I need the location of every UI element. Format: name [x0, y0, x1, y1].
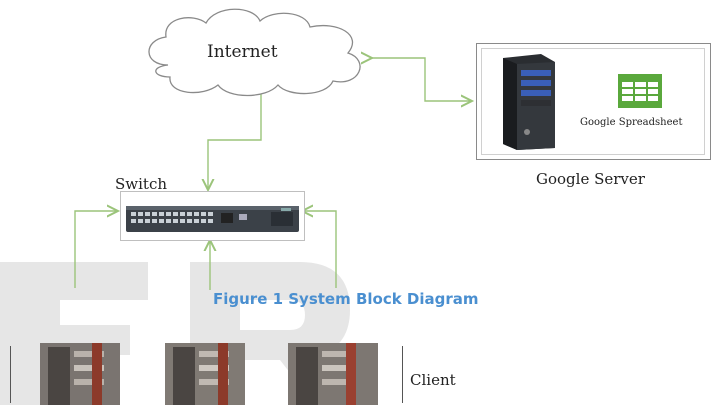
internet-label: Internet: [207, 42, 278, 62]
client-devices-image: [40, 343, 378, 405]
client-device-2: [165, 343, 245, 405]
google-server-caption: Google Server: [536, 170, 645, 188]
google-server-inner: [481, 48, 705, 155]
arrow-client-left: [74, 211, 118, 288]
network-switch-icon: [126, 206, 299, 232]
arrow-internet-server: [372, 58, 472, 101]
server-tower-icon: [503, 54, 555, 150]
arrow-internet-switch: [208, 75, 261, 190]
switch-box: [120, 191, 305, 241]
client-device-3: [288, 343, 378, 405]
client-label: Client: [410, 371, 456, 389]
client-device-1: [40, 343, 120, 405]
internet-cloud-icon: [148, 8, 361, 97]
google-spreadsheet-label: Google Spreadsheet: [580, 117, 683, 128]
google-spreadsheet-icon: [618, 74, 662, 108]
arrow-client-right: [302, 211, 337, 288]
switch-label: Switch: [115, 175, 168, 193]
client-divider: [402, 346, 403, 403]
client-strip-left-divider: [10, 346, 11, 403]
figure-caption: Figure 1 System Block Diagram: [213, 290, 479, 308]
